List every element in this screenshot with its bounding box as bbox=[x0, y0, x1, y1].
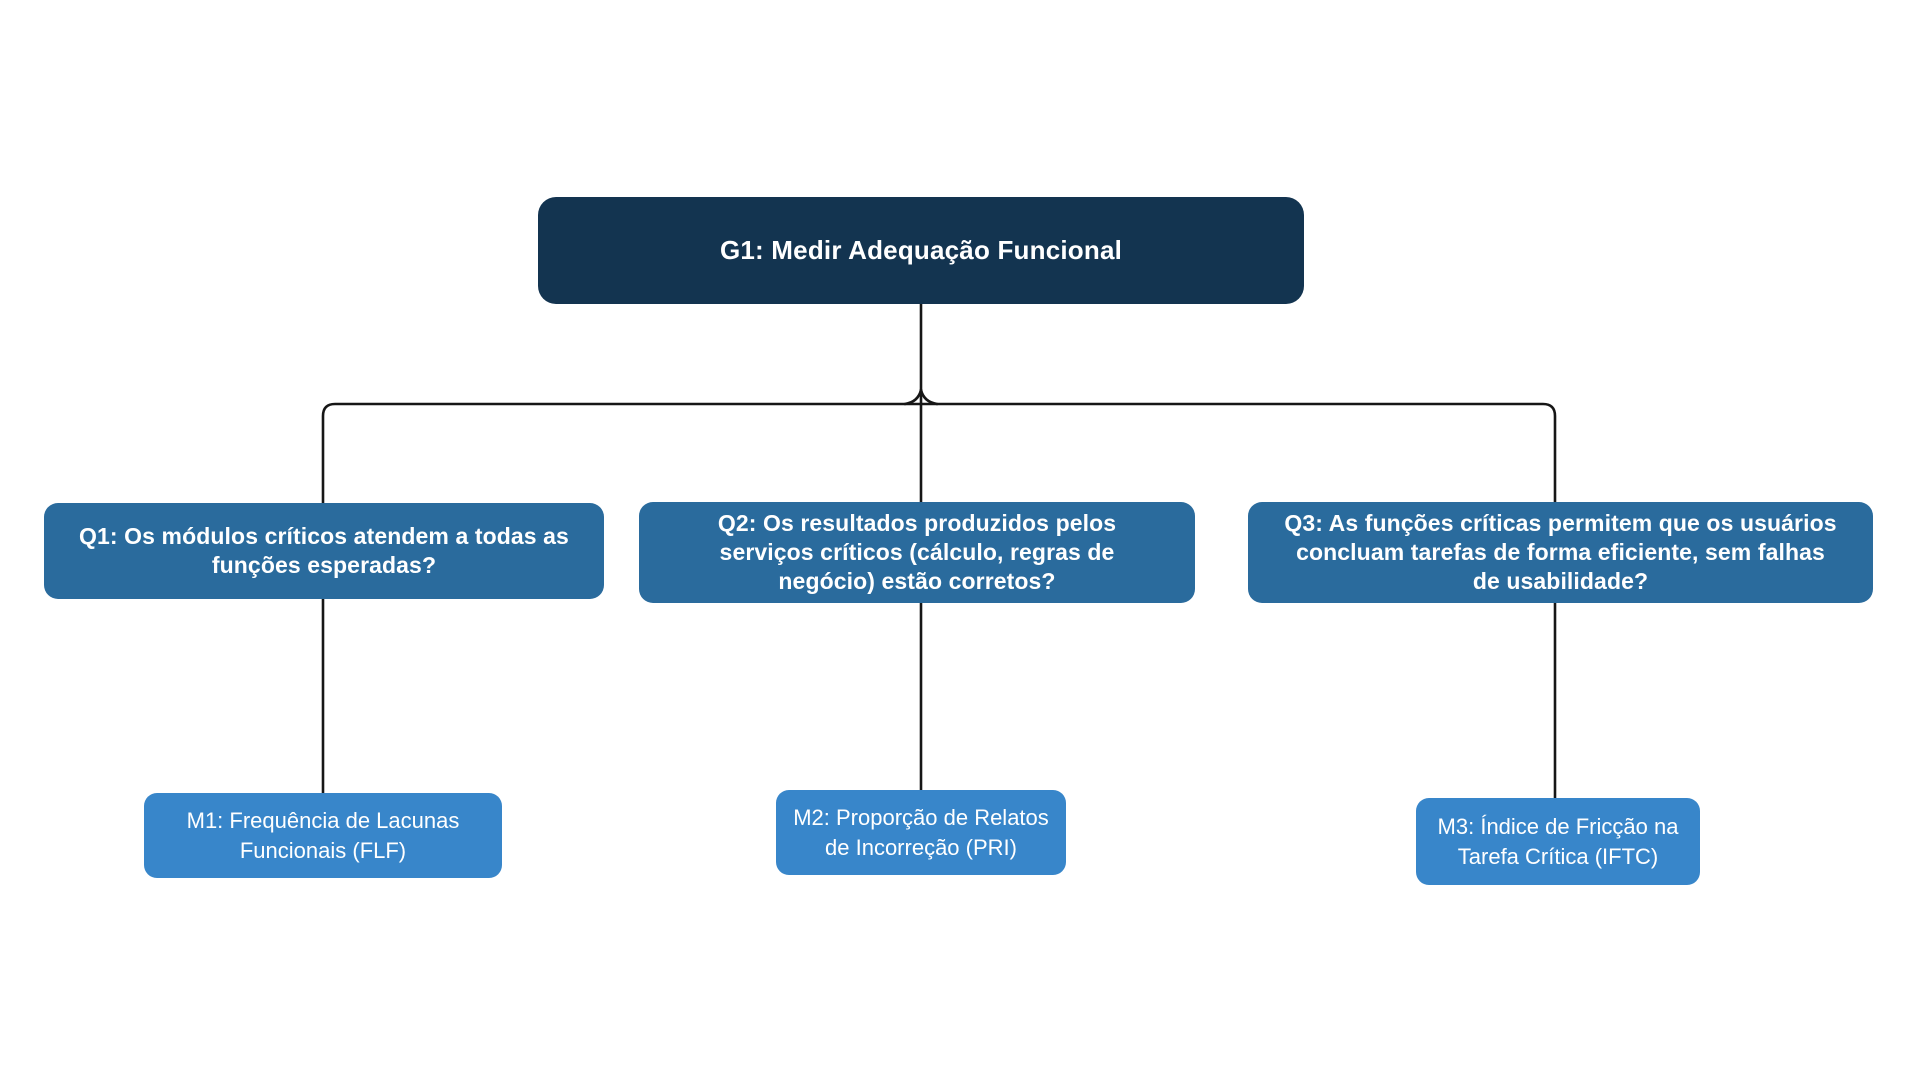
metric-node-label: M3: Índice de Fricção na Tarefa Crítica … bbox=[1437, 814, 1679, 869]
question-node-q2[interactable]: Q2: Os resultados produzidos pelos servi… bbox=[639, 502, 1195, 603]
goal-node-g1[interactable]: G1: Medir Adequação Funcional bbox=[538, 197, 1304, 304]
question-node-q1[interactable]: Q1: Os módulos críticos atendem a todas … bbox=[44, 503, 604, 599]
goal-node-label: G1: Medir Adequação Funcional bbox=[719, 235, 1123, 265]
metric-node-label: M2: Proporção de Relatos de Incorreção (… bbox=[793, 805, 1049, 860]
connector-junction-fillet-right bbox=[919, 388, 939, 406]
question-node-label: Q3: As funções críticas permitem que os … bbox=[1284, 509, 1837, 595]
connector-rail bbox=[321, 402, 1557, 512]
metric-node-m3[interactable]: M3: Índice de Fricção na Tarefa Crítica … bbox=[1416, 798, 1700, 885]
question-node-label: Q1: Os módulos críticos atendem a todas … bbox=[79, 522, 569, 578]
metric-node-m2[interactable]: M2: Proporção de Relatos de Incorreção (… bbox=[776, 790, 1066, 875]
connector-junction-fillet-left bbox=[903, 388, 923, 406]
metric-node-m1[interactable]: M1: Frequência de Lacunas Funcionais (FL… bbox=[144, 793, 502, 878]
question-node-label: Q2: Os resultados produzidos pelos servi… bbox=[717, 509, 1117, 595]
metric-node-label: M1: Frequência de Lacunas Funcionais (FL… bbox=[186, 808, 460, 863]
question-node-q3[interactable]: Q3: As funções críticas permitem que os … bbox=[1248, 502, 1873, 603]
